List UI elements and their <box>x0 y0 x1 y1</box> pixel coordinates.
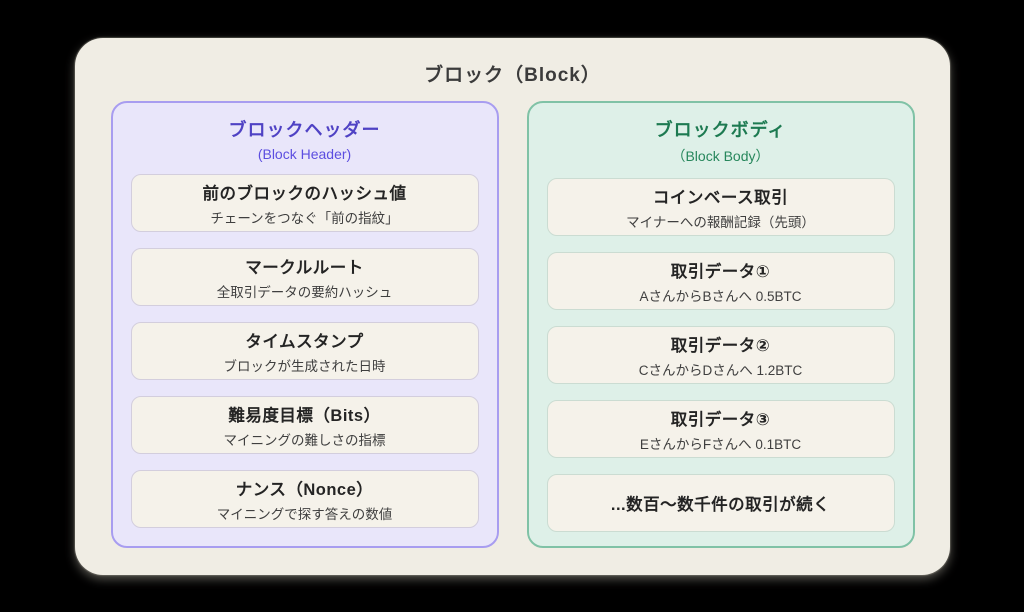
field-title: ナンス（Nonce） <box>235 480 374 499</box>
tx-title: 取引データ② <box>670 336 771 355</box>
tx-desc: EさんからFさんへ 0.1BTC <box>639 436 802 452</box>
tx-desc: マイナーへの報酬記録（先頭） <box>626 214 815 230</box>
tx-desc: AさんからBさんへ 0.5BTC <box>639 288 802 304</box>
tx-data-2: 取引データ② CさんからDさんへ 1.2BTC <box>546 326 895 384</box>
field-difficulty-bits: 難易度目標（Bits） マイニングの難しさの指標 <box>130 396 479 454</box>
block-body-items: コインベース取引 マイナーへの報酬記録（先頭） 取引データ① AさんからBさんへ… <box>546 178 895 532</box>
panel-block-body: ブロックボディ （Block Body） コインベース取引 マイナーへの報酬記録… <box>526 101 915 548</box>
panel-block-header: ブロックヘッダー (Block Header) 前のブロックのハッシュ値 チェー… <box>110 101 499 548</box>
tx-coinbase: コインベース取引 マイナーへの報酬記録（先頭） <box>546 178 895 236</box>
tx-title: 取引データ③ <box>670 410 771 429</box>
block-header-title: ブロックヘッダー <box>228 120 381 140</box>
block-body-heading: ブロックボディ （Block Body） <box>547 103 895 166</box>
field-title: マークルルート <box>245 258 364 277</box>
tx-title: 取引データ① <box>670 262 771 281</box>
field-desc: マイニングで探す答えの数値 <box>216 506 393 522</box>
tx-data-1: 取引データ① AさんからBさんへ 0.5BTC <box>546 252 895 310</box>
block-header-subtitle: (Block Header) <box>257 146 352 162</box>
block-diagram-canvas: ブロック（Block） ブロックヘッダー (Block Header) 前のブロ… <box>75 38 950 575</box>
field-prev-hash: 前のブロックのハッシュ値 チェーンをつなぐ「前の指紋」 <box>130 174 479 232</box>
field-desc: ブロックが生成された日時 <box>223 358 386 374</box>
diagram-title: ブロック（Block） <box>424 65 601 86</box>
tx-title: ...数百〜数千件の取引が続く <box>610 496 831 514</box>
block-header-items: 前のブロックのハッシュ値 チェーンをつなぐ「前の指紋」 マークルルート 全取引デ… <box>130 174 479 528</box>
field-desc: マイニングの難しさの指標 <box>223 432 386 448</box>
tx-title: コインベース取引 <box>652 188 789 207</box>
field-title: 前のブロックのハッシュ値 <box>202 184 407 203</box>
field-title: 難易度目標（Bits） <box>228 406 381 425</box>
field-nonce: ナンス（Nonce） マイニングで探す答えの数値 <box>130 470 479 528</box>
field-timestamp: タイムスタンプ ブロックが生成された日時 <box>130 322 479 380</box>
panels-row: ブロックヘッダー (Block Header) 前のブロックのハッシュ値 チェー… <box>75 101 950 548</box>
block-body-title: ブロックボディ <box>654 120 787 140</box>
tx-data-3: 取引データ③ EさんからFさんへ 0.1BTC <box>546 400 895 458</box>
field-merkle-root: マークルルート 全取引データの要約ハッシュ <box>130 248 479 306</box>
block-body-subtitle: （Block Body） <box>671 148 770 164</box>
block-header-heading: ブロックヘッダー (Block Header) <box>131 103 479 162</box>
tx-more: ...数百〜数千件の取引が続く <box>546 474 895 532</box>
field-desc: 全取引データの要約ハッシュ <box>216 284 393 300</box>
field-title: タイムスタンプ <box>245 332 364 351</box>
field-desc: チェーンをつなぐ「前の指紋」 <box>210 210 399 226</box>
tx-desc: CさんからDさんへ 1.2BTC <box>638 362 803 378</box>
